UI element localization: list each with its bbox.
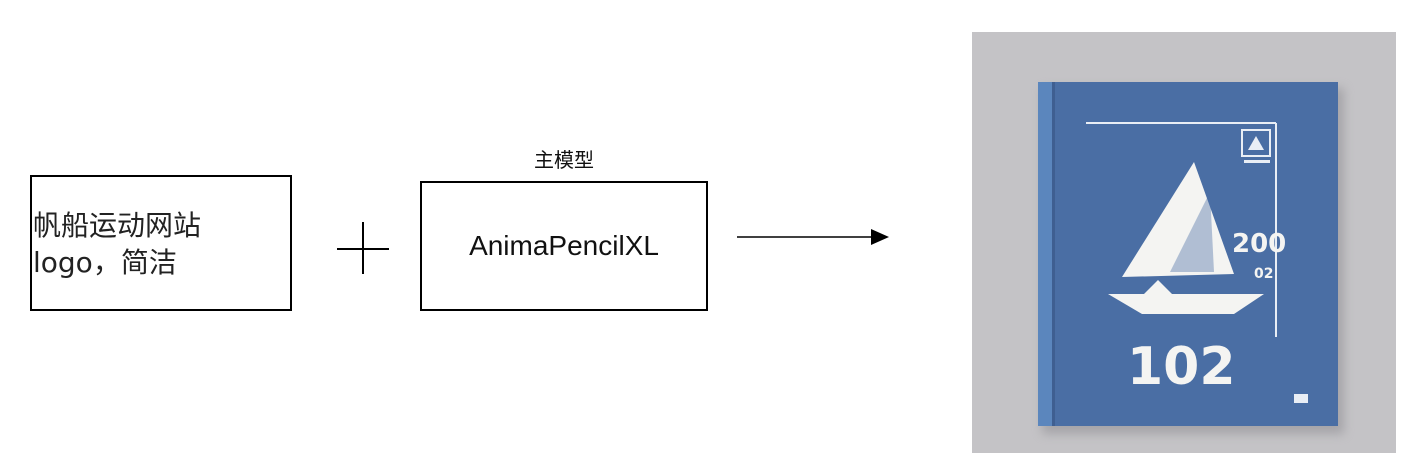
model-box: AnimaPencilXL: [420, 181, 708, 311]
cover-small-number: 02: [1254, 266, 1273, 282]
prompt-text: 帆船运动网站 logo，简洁: [33, 209, 202, 279]
output-image: 200 02 102: [972, 32, 1396, 453]
arrow-right-icon: [737, 229, 889, 245]
model-name: AnimaPencilXL: [469, 230, 659, 261]
model-caption: 主模型: [534, 148, 594, 172]
cover-side-number: 200: [1232, 229, 1286, 259]
cover-number: 102: [1127, 337, 1236, 397]
prompt-box: 帆船运动网站 logo，简洁: [30, 175, 292, 311]
